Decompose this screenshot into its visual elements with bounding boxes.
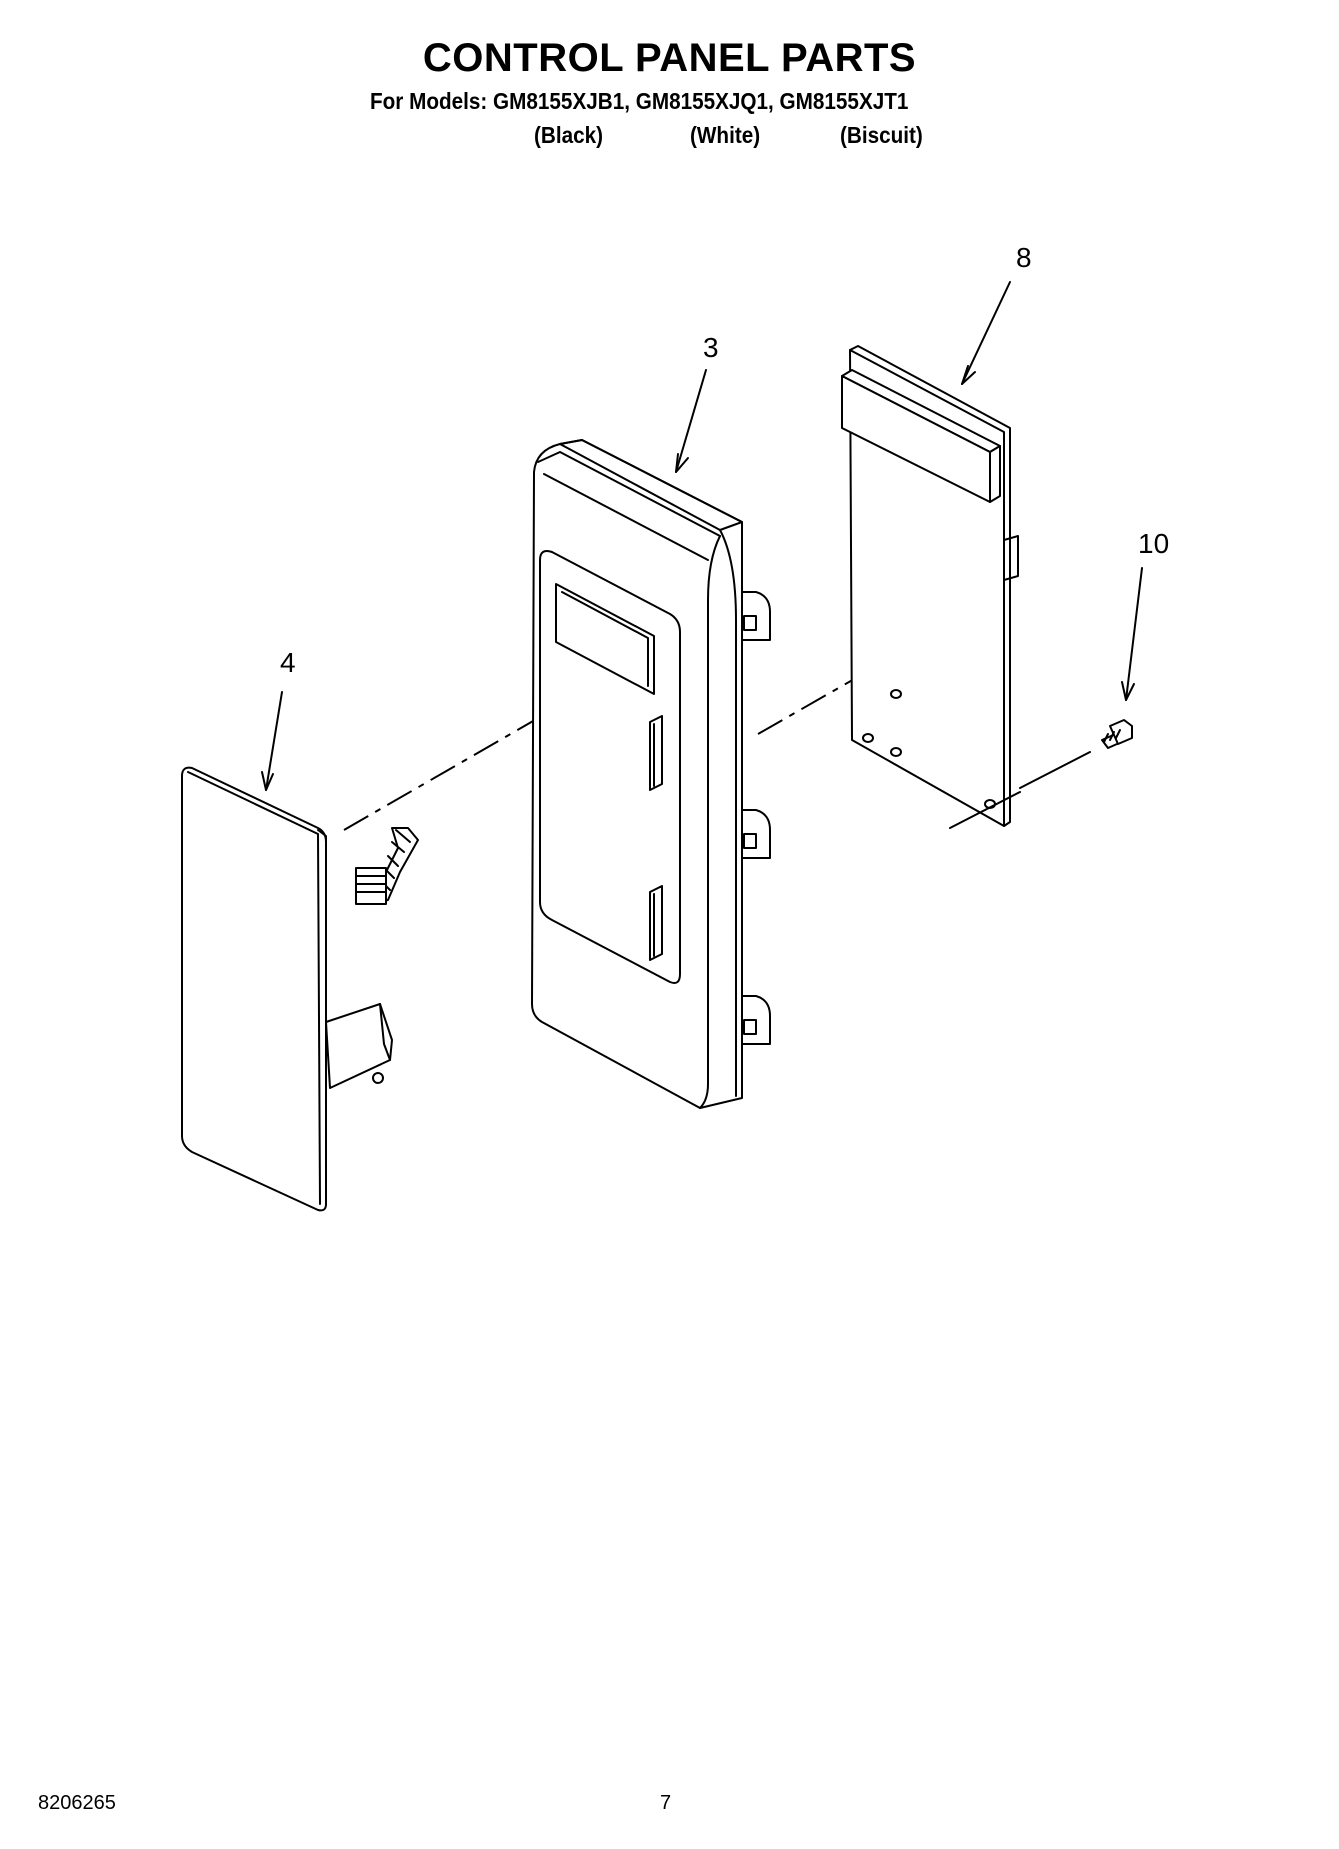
- axis-screw: [949, 751, 1091, 829]
- variant-black: (Black): [534, 122, 604, 148]
- callout-4: 4: [280, 647, 296, 678]
- part-4-keypad: [181, 766, 419, 1212]
- page-title: CONTROL PANEL PARTS: [422, 36, 917, 80]
- document-number: 8206265: [38, 1792, 116, 1814]
- part-3-control-panel: [531, 439, 771, 1109]
- variant-biscuit: (Biscuit): [840, 122, 923, 148]
- page-number: 7: [660, 1792, 672, 1814]
- variant-white: (White): [690, 122, 761, 148]
- leader-lines: [261, 281, 1143, 791]
- callout-8: 8: [1016, 242, 1032, 273]
- models-line: For Models: GM8155XJB1, GM8155XJQ1, GM81…: [370, 88, 909, 114]
- part-10-screw: [1101, 719, 1133, 749]
- callout-3: 3: [703, 332, 719, 363]
- callout-10: 10: [1138, 528, 1170, 559]
- part-8-circuit-board: [841, 345, 1019, 827]
